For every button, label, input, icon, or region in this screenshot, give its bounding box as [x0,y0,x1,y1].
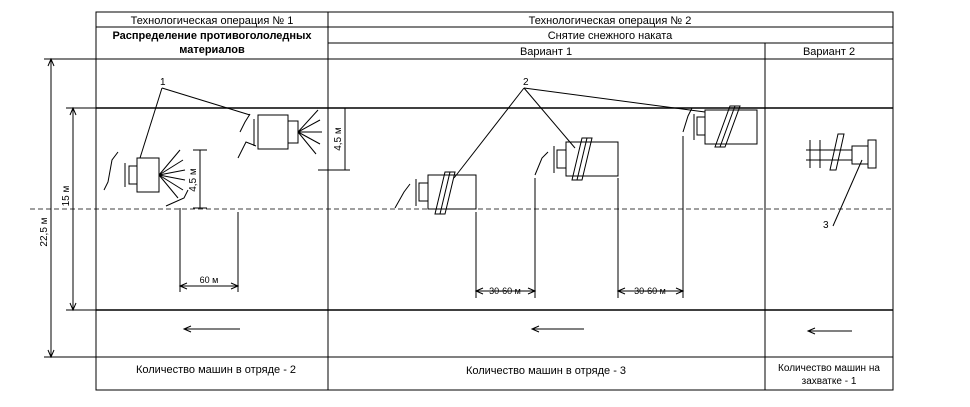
road-total-width-label: 22,5 м [39,217,50,246]
v1-plough-3 [682,105,758,148]
callout-number-1: 1 [160,77,166,88]
count-v2-line2: захватке - 1 [802,376,857,387]
v1-spacing-dimension-2: 30-60 м [616,136,685,298]
count-v2-line1: Количество машин на [778,363,880,374]
v1-plough-2 [534,137,619,181]
direction-arrow-op1 [182,325,240,333]
direction-arrows [182,325,852,335]
spreader-body [257,114,289,150]
direction-arrow-v2 [806,327,852,335]
table-grid [30,11,894,391]
callout-2: 2 [453,77,706,179]
op2-subtitle: Снятие снежного наката [548,30,673,42]
variant2-label: Вариант 2 [803,46,855,58]
plough-body [704,109,758,145]
plough-blade [829,133,845,171]
footer: Количество машин в отряде - 2 Количество… [136,363,880,387]
variant1-label: Вариант 1 [520,46,572,58]
v1-spacing-label-2: 30-60 м [634,286,666,296]
v1-spacing-dimension-1: 30-60 м [474,178,537,298]
plough-body [427,174,477,210]
v2-plough [806,133,877,171]
count-v1: Количество машин в отряде - 3 [466,365,626,377]
op1-subtitle-line2: материалов [179,44,245,56]
op1-title: Технологическая операция № 1 [131,15,294,27]
spread-width-label-1: 4,5 м [188,168,199,192]
v1-plough-1 [394,171,477,215]
count-op1: Количество машин в отряде - 2 [136,364,296,376]
plough-blade [103,151,119,191]
direction-arrow-v1 [530,325,584,333]
plough-blade [239,113,251,133]
callout-3: 3 [823,159,863,231]
header: Технологическая операция № 1 Распределен… [112,15,855,58]
road-width-dimensions: 22,5 м 15 м [39,57,96,359]
op1-spacing-dimension: 60 м [178,208,240,292]
plough-blade [571,137,593,181]
op1-spreader-2 [237,109,322,159]
plough-blade [434,171,456,215]
spreader-body [136,157,160,193]
op1-spacing-label: 60 м [200,275,219,285]
spread-width-label-2: 4,5 м [333,127,344,151]
op1-spread-dimension-1: 4,5 м [188,149,207,209]
op1-spread-dimension-2: 4,5 м [318,107,350,171]
callout-number-3: 3 [823,220,829,231]
carriageway-width-label: 15 м [61,185,72,206]
callout-number-2: 2 [523,77,529,88]
plough-body [851,145,869,165]
op1-subtitle-line1: Распределение противогололедных [112,30,312,42]
op1-spreader-1 [103,149,189,207]
plough-blade [714,105,741,148]
v1-spacing-label-1: 30-60 м [489,286,521,296]
op2-title: Технологическая операция № 2 [529,15,692,27]
callout-1: 1 [139,77,251,159]
table-frame [95,11,894,391]
